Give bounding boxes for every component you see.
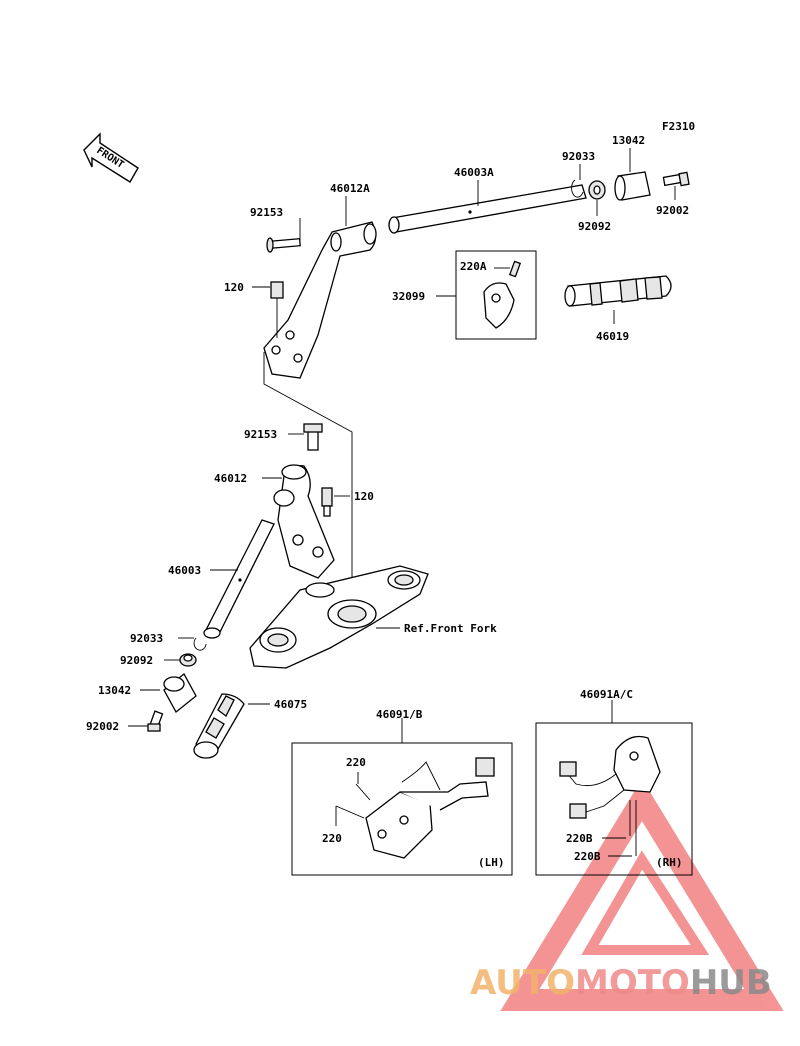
- throttle-case-32099: [483, 260, 522, 329]
- grip-46075: [193, 693, 245, 759]
- screw-220-b: [335, 805, 365, 819]
- weight-13042-top: [614, 171, 651, 201]
- bolt-92002-top: [662, 171, 690, 187]
- assembly-line: [263, 352, 353, 590]
- label-92153-mid: 92153: [244, 428, 277, 441]
- label-220-a: 220: [346, 756, 366, 769]
- switch-rh: [559, 735, 661, 856]
- label-120-mid: 120: [354, 490, 374, 503]
- watermark-triangle: [500, 778, 784, 1011]
- label-92153-top: 92153: [250, 206, 283, 219]
- label-220B-b: 220B: [574, 850, 601, 863]
- label-92002-bot: 92002: [86, 720, 119, 733]
- watermark-part1: AUTO: [470, 963, 575, 1003]
- watermark-part3: HUB: [690, 963, 772, 1003]
- label-46019: 46019: [596, 330, 629, 343]
- watermark-logo: [500, 778, 784, 1011]
- collar-92092-top: [588, 180, 606, 200]
- handlebar-pipe-46003: [203, 519, 275, 639]
- label-92092-top: 92092: [578, 220, 611, 233]
- label-92033-bot: 92033: [130, 632, 163, 645]
- collar-92092-bot: [179, 653, 197, 667]
- label-220-b: 220: [322, 832, 342, 845]
- label-lh: (LH): [478, 856, 505, 869]
- bolt-92153-top: [266, 237, 301, 253]
- holder-46012: [273, 464, 335, 579]
- label-92033-top: 92033: [562, 150, 595, 163]
- grip-46019: [564, 275, 672, 307]
- label-120-top: 120: [224, 281, 244, 294]
- label-220B-a: 220B: [566, 832, 593, 845]
- figure-code: F2310: [662, 120, 695, 133]
- bolt-120-top: [270, 281, 284, 338]
- box-32099: [455, 250, 537, 340]
- watermark-inner-triangle: [581, 850, 710, 955]
- label-46012A: 46012A: [330, 182, 370, 195]
- label-13042-bot: 13042: [98, 684, 131, 697]
- weight-13042-bot: [163, 673, 197, 713]
- label-46091AC: 46091A/C: [580, 688, 633, 701]
- label-92092-bot: 92092: [120, 654, 153, 667]
- screw-220-a: [355, 783, 371, 801]
- box-rh-switch: [535, 722, 693, 876]
- bolt-92002-bot: [147, 710, 164, 732]
- label-46091B: 46091/B: [376, 708, 423, 721]
- label-ref-front-fork: Ref.Front Fork: [404, 622, 497, 635]
- bolt-120-mid: [321, 487, 333, 517]
- label-46012: 46012: [214, 472, 247, 485]
- watermark-part2: MOTO: [575, 963, 690, 1003]
- switch-lh: [365, 757, 495, 859]
- front-arrow-icon: FRONT: [83, 132, 139, 183]
- holder-46012A: [263, 221, 377, 379]
- handlebar-pipe-46003A: [388, 184, 587, 234]
- label-92002-top: 92002: [656, 204, 689, 217]
- label-32099: 32099: [392, 290, 425, 303]
- label-46003: 46003: [168, 564, 201, 577]
- label-13042-top: 13042: [612, 134, 645, 147]
- label-220A: 220A: [460, 260, 487, 273]
- circlip-92033-bot: [193, 637, 207, 651]
- label-rh: (RH): [656, 856, 683, 869]
- bolt-92153-mid: [303, 423, 323, 451]
- label-46075: 46075: [274, 698, 307, 711]
- triple-clamp: [249, 565, 429, 669]
- circlip-92033-top: [571, 179, 584, 198]
- label-46003A: 46003A: [454, 166, 494, 179]
- watermark-text: AUTOMOTOHUB: [470, 963, 772, 1003]
